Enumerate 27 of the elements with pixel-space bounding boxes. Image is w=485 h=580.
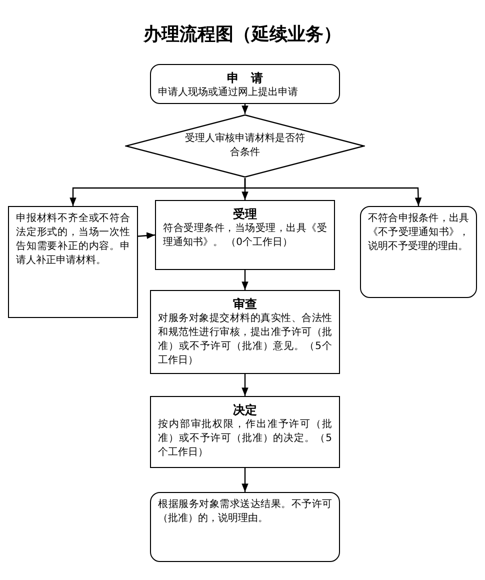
- arrow: [242, 374, 248, 396]
- process-box: [360, 206, 477, 298]
- process-box: [155, 200, 335, 270]
- box-text: 不符合申报条件，出具《不予受理通知书》，说明不予受理的理由。: [368, 212, 469, 254]
- box-text: 对服务对象提交材料的真实性、合法性和规范性进行审核，提出准予许可（批准）或不予许可（批准）意见。（5个工作日）: [158, 312, 332, 368]
- box-text: 受理人审核申请材料是否符合条件: [185, 132, 305, 160]
- box-heading: 审查: [232, 296, 258, 312]
- arrow: [138, 232, 156, 239]
- arrow: [242, 104, 248, 114]
- process-box: [150, 492, 340, 562]
- process-box: [150, 64, 340, 104]
- decision-diamond: [125, 114, 365, 178]
- box-text: 申报材料不齐全或不符合法定形式的，当场一次性告知需要补正的内容。申请人补正申请材料。: [16, 212, 130, 268]
- title: 办理流程图（延续业务）: [142, 23, 342, 46]
- arrow: [242, 270, 248, 290]
- box-heading: 申 请: [226, 70, 264, 86]
- box-text: 符合受理条件，当场受理，出具《受理通知书》。 （0个工作日）: [163, 222, 327, 250]
- process-box: [8, 206, 138, 318]
- box-text: 申请人现场或通过网上提出申请: [158, 86, 299, 100]
- box-heading: 决定: [232, 402, 257, 418]
- arrow: [244, 178, 422, 206]
- box-text: 根据服务对象需求送达结果。不予许可（批准）的，说明理由。: [158, 498, 332, 526]
- box-heading: 受理: [232, 206, 258, 222]
- box-text: 按内部审批权限，作出准予许可（批准）或不予许可（批准）的决定。（5个工作日）: [158, 418, 332, 460]
- arrow: [242, 468, 248, 492]
- process-box: [150, 396, 340, 468]
- process-box: [150, 290, 340, 374]
